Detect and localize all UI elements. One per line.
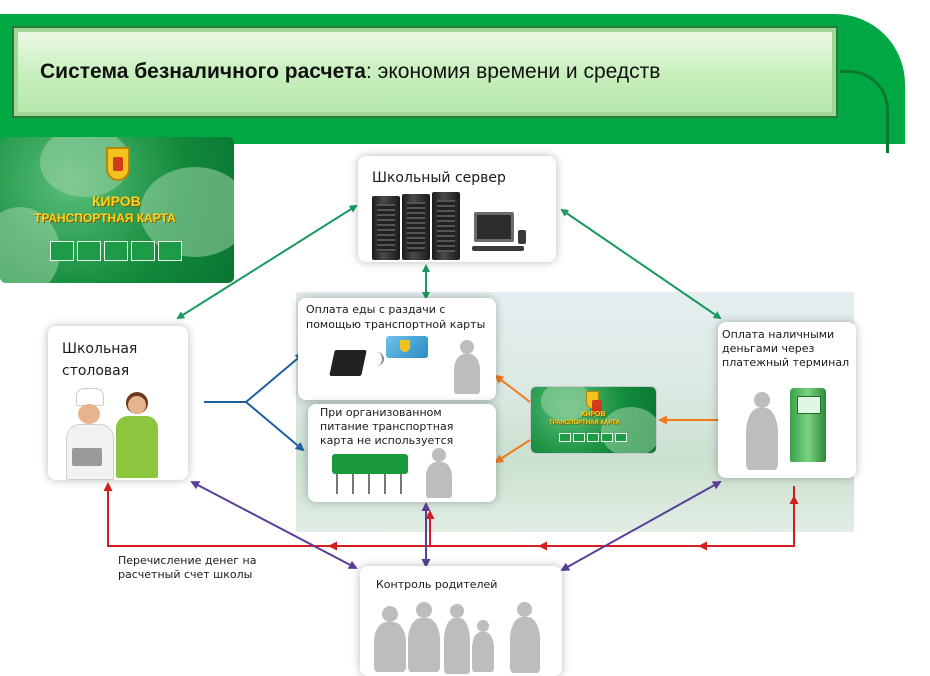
school-canteen-node: Школьная столовая — [48, 326, 188, 480]
cash-terminal-label: Оплата наличными деньгами через платежны… — [722, 328, 850, 369]
contactless-waves-icon — [368, 352, 384, 366]
payment-terminal-icon — [329, 350, 367, 376]
payment-kiosk-icon — [790, 388, 826, 462]
server-rack-icon — [372, 196, 400, 260]
transport-card-mini-icon — [386, 336, 428, 358]
slide-title-bold: Система безналичного расчета — [40, 60, 366, 83]
money-transfer-note: Перечисление денег на расчетный счет шко… — [118, 554, 257, 581]
school-server-node: Школьный сервер — [358, 156, 556, 262]
arrow-fork-organized — [245, 401, 305, 452]
arrow-fork-payment — [245, 352, 305, 403]
dining-table-icon — [332, 454, 408, 474]
computer-monitor-icon — [474, 212, 514, 242]
card-small-city-label: КИРОВ — [581, 411, 606, 418]
header-banner: Система безналичного расчета: экономия в… — [12, 26, 838, 118]
transport-card-image: КИРОВ ТРАНСПОРТНАЯ КАРТА — [0, 137, 234, 283]
speaker-icon — [518, 230, 526, 244]
table-legs-icon — [336, 474, 404, 494]
coat-of-arms-small-icon — [586, 391, 602, 414]
card-subtitle-label: ТРАНСПОРТНАЯ КАРТА — [34, 211, 176, 225]
bus-icon — [50, 241, 74, 261]
server-rack-icon — [402, 194, 430, 260]
slide-title-rest: : экономия времени и средств — [365, 60, 661, 83]
server-rack-icon — [432, 192, 460, 260]
truck-icon — [158, 241, 182, 261]
card-icon-row — [50, 241, 182, 261]
cash-terminal-node: Оплата наличными деньгами через платежны… — [718, 322, 856, 478]
card-city-label: КИРОВ — [92, 193, 141, 209]
card-small-subtitle-label: ТРАНСПОРТНАЯ КАРТА — [549, 420, 620, 426]
parents-control-label: Контроль родителей — [376, 578, 498, 591]
transport-card-small-image: КИРОВ ТРАНСПОРТНАЯ КАРТА — [530, 386, 657, 454]
chef-image — [62, 388, 116, 480]
parents-control-node: Контроль родителей — [360, 566, 562, 676]
tram-icon — [131, 241, 155, 261]
school-canteen-label: Школьная столовая — [62, 341, 138, 379]
card-payment-label: Оплата еды с раздачи с помощью транспорт… — [306, 303, 486, 331]
keyboard-icon — [472, 246, 524, 251]
school-server-label: Школьный сервер — [372, 170, 506, 186]
cook-woman-image — [114, 392, 160, 478]
food-icon — [104, 241, 128, 261]
slide-title: Система безналичного расчета: экономия в… — [40, 60, 660, 84]
coat-of-arms-icon — [106, 147, 130, 181]
card-small-icon-row — [559, 433, 627, 442]
organized-meals-label: При организованном питание транспортная … — [320, 406, 454, 447]
car-icon — [77, 241, 101, 261]
